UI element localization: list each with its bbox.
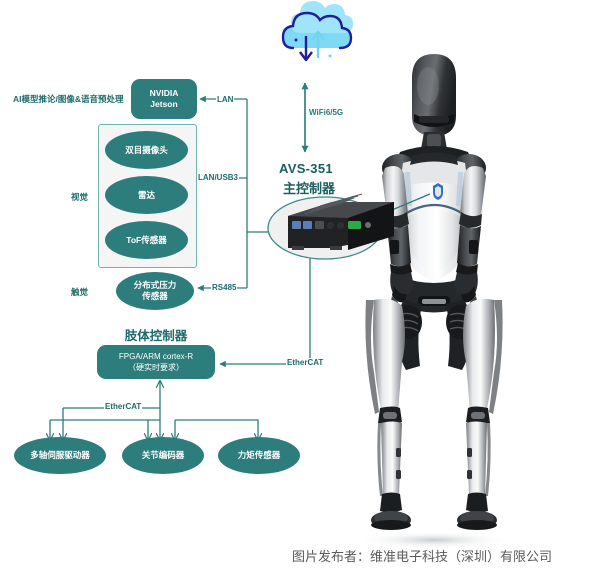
conn-label-ethercat-main: EtherCAT [286,358,325,367]
node-nvidia-jetson-label: NVIDIA Jetson [149,88,179,109]
limb-controller-title: 肢体控制器 [124,329,188,343]
node-joint-encoder-label: 关节编码器 [141,450,185,460]
node-torque-sensor[interactable]: 力矩传感器 [218,437,300,474]
node-servo-driver[interactable]: 多轴伺服驱动器 [14,437,106,474]
publisher-caption: 图片发布者：维准电子科技（深圳）有限公司 [292,550,553,565]
node-joint-encoder[interactable]: 关节编码器 [122,437,204,474]
conn-label-ethercat-bus: EtherCAT [104,402,143,411]
ai-processing-label: AI模型推论/图像&语音预处理 [13,94,124,104]
vision-label: 视觉 [71,192,89,202]
wifi-link-label: WiFi6/5G [309,108,344,117]
node-nvidia-jetson[interactable]: NVIDIA Jetson [131,79,197,119]
node-pressure-sensor[interactable]: 分布式压力 传感器 [116,272,194,310]
node-stereo-camera[interactable]: 双目摄像头 [105,131,188,169]
node-radar-label: 雷达 [137,189,155,200]
conn-label-rs485: RS485 [211,283,238,292]
main-controller-model: AVS-351 [279,161,333,176]
tactile-label: 触觉 [71,287,89,297]
node-fpga-controller-label: FPGA/ARM cortex-R （硬实时要求） [118,352,194,372]
conn-label-lan-usb3: LAN/USB3 [197,173,240,182]
node-radar[interactable]: 雷达 [105,176,188,214]
node-servo-driver-label: 多轴伺服驱动器 [30,450,90,460]
node-tof-sensor[interactable]: ToF传感器 [105,221,188,259]
main-controller-subtitle: 主控制器 [283,181,336,196]
node-fpga-controller[interactable]: FPGA/ARM cortex-R （硬实时要求） [97,345,215,379]
node-stereo-camera-label: 双目摄像头 [125,144,168,155]
node-tof-sensor-label: ToF传感器 [126,234,167,245]
conn-label-lan: LAN [216,95,235,104]
node-torque-sensor-label: 力矩传感器 [237,450,281,460]
node-pressure-sensor-label: 分布式压力 传感器 [133,280,177,301]
